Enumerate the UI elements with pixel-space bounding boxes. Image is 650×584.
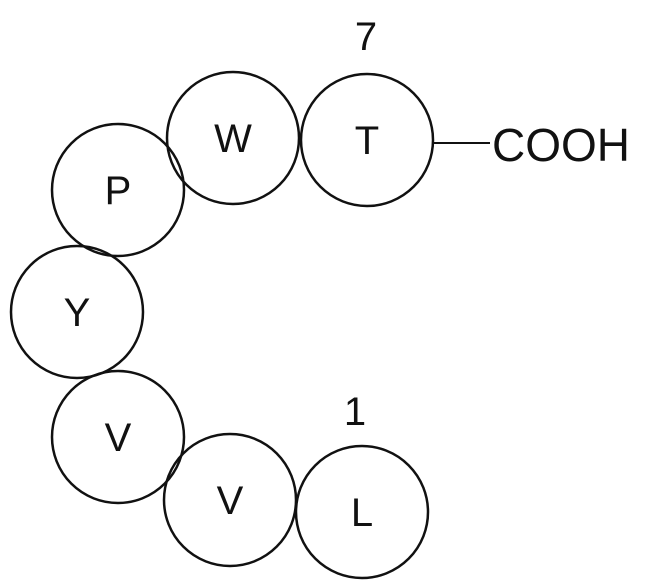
position-1-label: 1 (344, 390, 366, 434)
residue-circle (50, 369, 186, 505)
residue-letter: W (214, 117, 252, 161)
residue-letter: V (105, 416, 132, 460)
residue-letter: L (351, 491, 373, 535)
residue-circle (162, 432, 298, 568)
residue-letter: P (105, 169, 132, 213)
residue-circle (165, 70, 301, 206)
residue-letter: V (217, 479, 244, 523)
position-7-label: 7 (355, 15, 377, 59)
residue-letter: Y (64, 291, 91, 335)
residue-letter: T (355, 119, 379, 163)
residue-circle (9, 244, 145, 380)
residue-circle (299, 72, 435, 208)
residue-circle (50, 122, 186, 258)
cooh-label: COOH (492, 119, 630, 171)
